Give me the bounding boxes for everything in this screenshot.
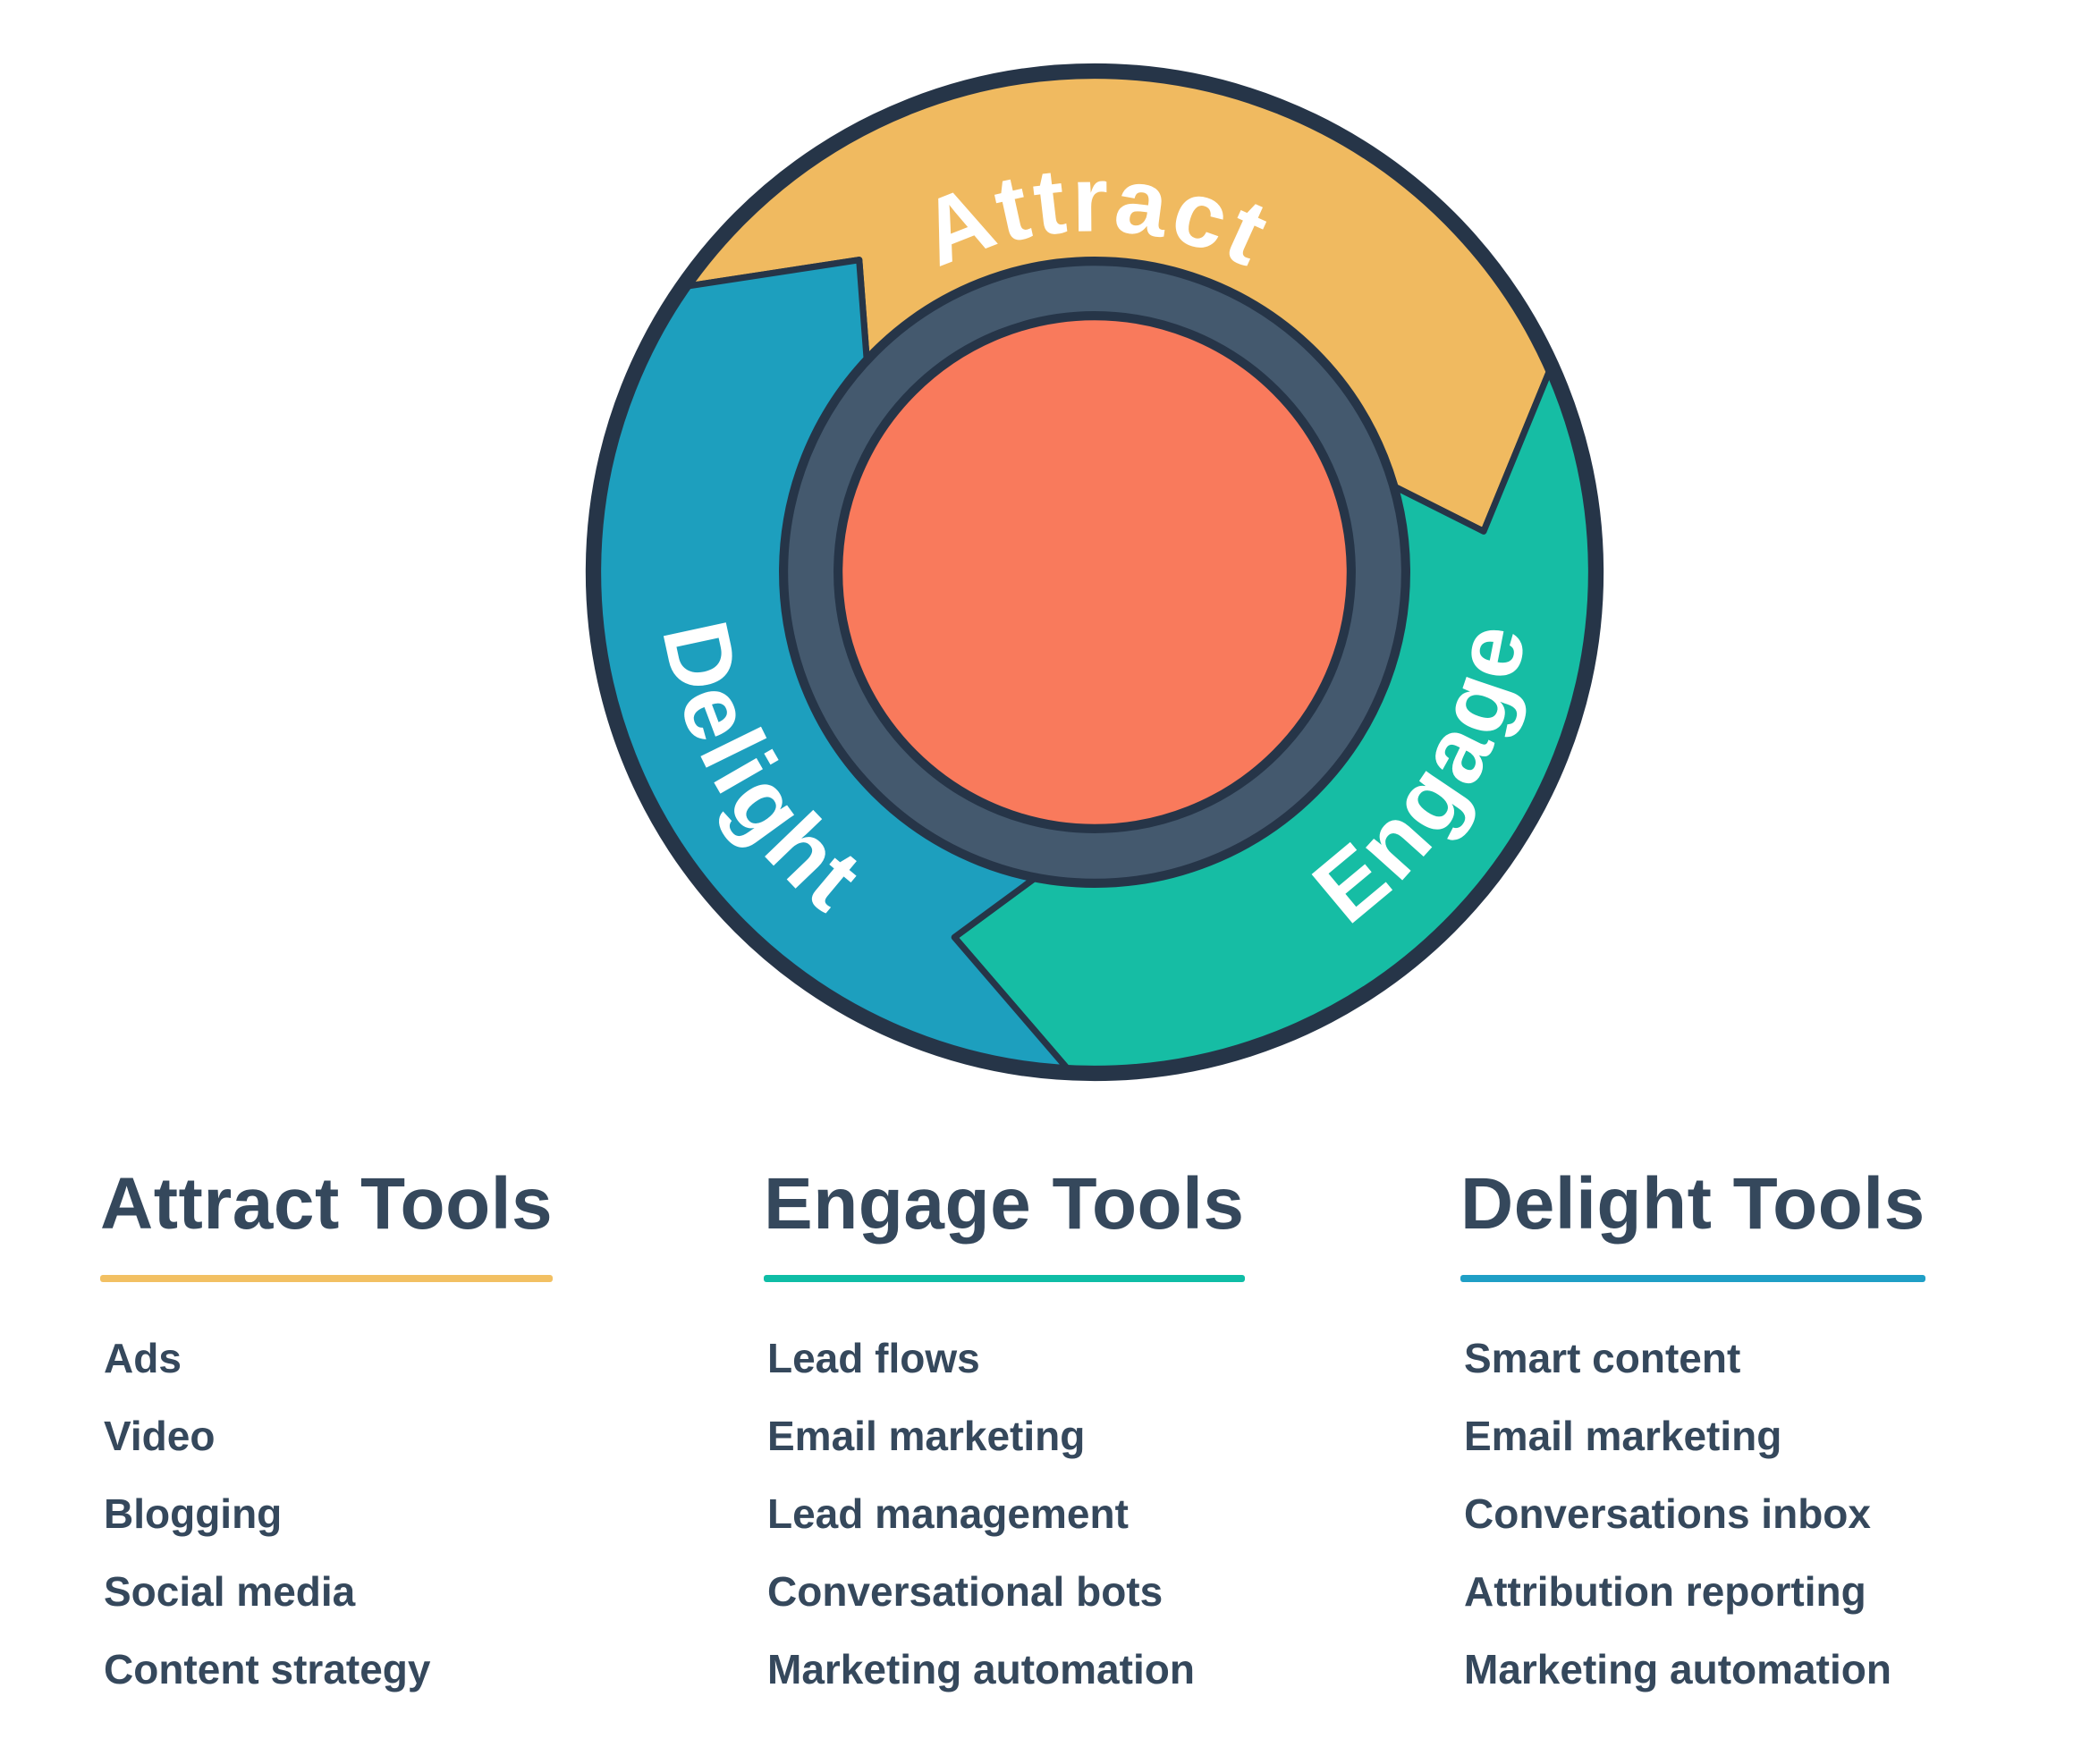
delight-tools-column: Delight Tools Smart content Email market… [1460, 1162, 1925, 1726]
flywheel-outer-ring [585, 63, 1604, 1082]
list-item: Smart content [1464, 1335, 1741, 1382]
attract-tools-column: Attract Tools Ads Video Blogging Social … [100, 1162, 554, 1726]
delight-tools-list: Smart content Email marketing Conversati… [1460, 1338, 1925, 1690]
list-item: Conversations inbox [1464, 1490, 1871, 1538]
engage-tools-underline [764, 1275, 1245, 1283]
list-item: Video [104, 1413, 216, 1460]
delight-tools-title: Delight Tools [1460, 1163, 1925, 1245]
list-item: Email marketing [767, 1413, 1086, 1460]
attract-tools-title: Attract Tools [100, 1163, 554, 1245]
list-item: Conversational bots [767, 1568, 1163, 1616]
list-item: Blogging [104, 1490, 283, 1538]
attract-tools-header: Attract Tools [100, 1162, 554, 1283]
flywheel-hub [833, 311, 1356, 833]
list-item: Marketing automation [767, 1646, 1195, 1693]
list-item: Lead flows [767, 1335, 980, 1382]
list-item: Marketing automation [1464, 1646, 1891, 1693]
list-item: Ads [104, 1335, 182, 1382]
engage-tools-list: Lead flows Email marketing Lead manageme… [764, 1338, 1245, 1690]
engage-tools-header: Engage Tools [764, 1162, 1245, 1283]
attract-tools-underline [100, 1275, 554, 1283]
attract-tools-list: Ads Video Blogging Social media Content … [100, 1338, 553, 1690]
list-item: Email marketing [1464, 1413, 1782, 1460]
engage-tools-title: Engage Tools [764, 1163, 1245, 1245]
list-item: Social media [104, 1568, 356, 1616]
list-item: Lead management [767, 1490, 1129, 1538]
engage-tools-column: Engage Tools Lead flows Email marketing … [764, 1162, 1245, 1726]
list-item: Attribution reporting [1464, 1568, 1866, 1616]
flywheel-diagram: Attract Engage Delight [585, 63, 1604, 1082]
list-item: Content strategy [104, 1646, 431, 1693]
delight-tools-header: Delight Tools [1460, 1162, 1925, 1283]
delight-tools-underline [1460, 1275, 1925, 1283]
